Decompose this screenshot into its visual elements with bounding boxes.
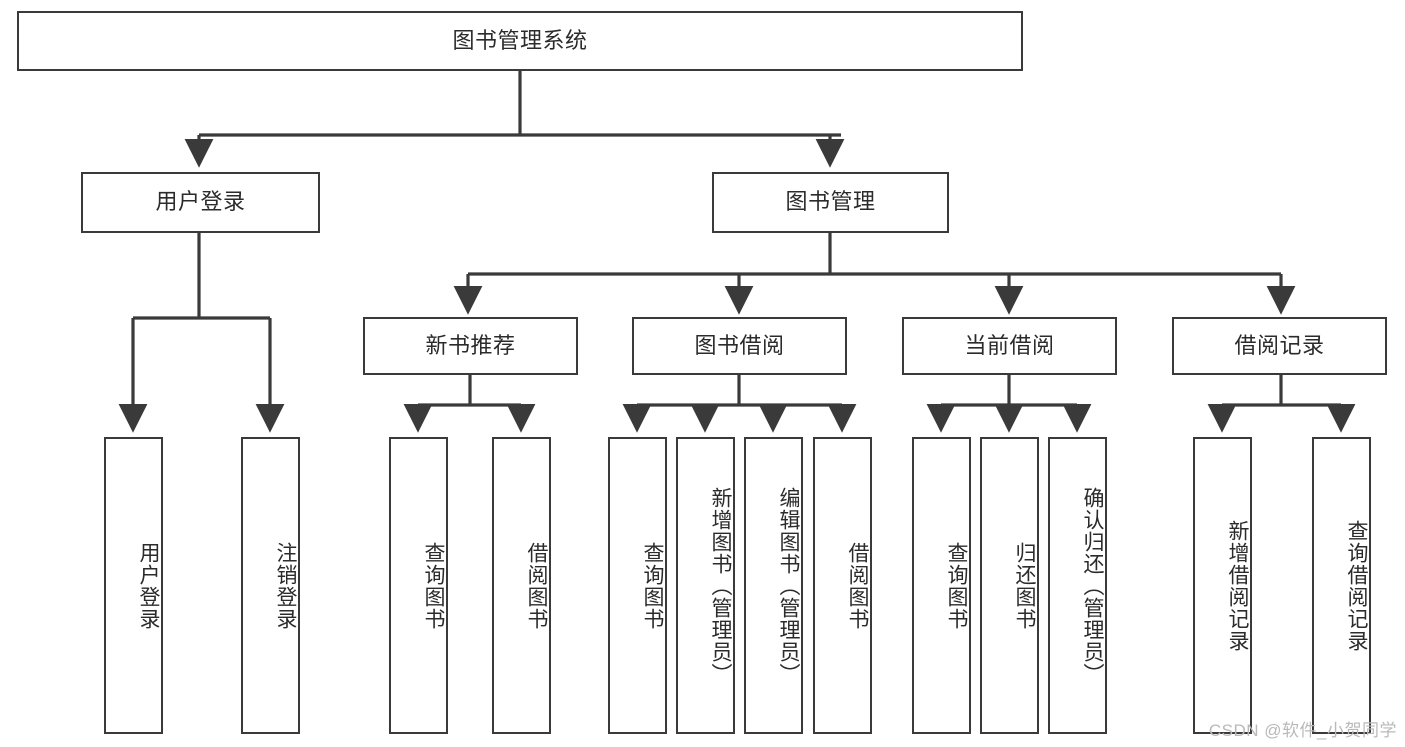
leaf-node-query-borrow-record[interactable]: 查询借阅记录	[1312, 437, 1371, 734]
node-label: 查询图书	[945, 541, 968, 630]
node-label: 借阅记录	[1234, 332, 1325, 358]
leaf-node-logout-login[interactable]: 注销登录	[241, 437, 300, 734]
node-label: 查询借阅记录	[1345, 519, 1368, 652]
node-label: 查询图书	[641, 541, 664, 630]
node-label: 图书管理系统	[452, 27, 588, 53]
leaf-node-query-book-borrow[interactable]: 查询图书	[608, 437, 667, 734]
leaf-node-borrow-book-recommend[interactable]: 借阅图书	[492, 437, 551, 734]
node-label: 新书推荐	[425, 332, 516, 358]
node-user-login[interactable]: 用户登录	[81, 172, 320, 233]
leaf-node-edit-book-admin[interactable]: 编辑图书（管理员）	[744, 437, 803, 734]
leaf-node-return-book[interactable]: 归还图书	[980, 437, 1039, 734]
node-book-management[interactable]: 图书管理	[712, 172, 949, 233]
node-label: 注销登录	[274, 541, 297, 630]
node-book-borrow[interactable]: 图书借阅	[632, 317, 847, 375]
leaf-node-query-book-recommend[interactable]: 查询图书	[389, 437, 448, 734]
node-label: 用户登录	[155, 189, 246, 215]
node-new-book-recommend[interactable]: 新书推荐	[363, 317, 578, 375]
node-label: 编辑图书（管理员）	[777, 486, 800, 685]
node-label: 查询图书	[422, 541, 445, 630]
node-label: 当前借阅	[964, 332, 1055, 358]
leaf-node-confirm-return-admin[interactable]: 确认归还（管理员）	[1048, 437, 1107, 734]
leaf-node-add-book-admin[interactable]: 新增图书（管理员）	[676, 437, 735, 734]
node-label: 图书借阅	[694, 332, 785, 358]
node-root-book-management-system[interactable]: 图书管理系统	[17, 11, 1023, 71]
node-label: 用户登录	[137, 541, 160, 630]
node-label: 借阅图书	[846, 541, 869, 630]
node-label: 归还图书	[1013, 541, 1036, 630]
node-label: 图书管理	[785, 189, 876, 215]
node-borrow-record[interactable]: 借阅记录	[1172, 317, 1387, 375]
leaf-node-query-book-current[interactable]: 查询图书	[912, 437, 971, 734]
watermark-text: CSDN @软件_小贺同学	[1208, 721, 1397, 740]
node-label: 借阅图书	[525, 541, 548, 630]
node-current-borrow[interactable]: 当前借阅	[902, 317, 1117, 375]
node-label: 确认归还（管理员）	[1081, 486, 1104, 685]
node-label: 新增借阅记录	[1226, 519, 1249, 652]
leaf-node-add-borrow-record[interactable]: 新增借阅记录	[1193, 437, 1252, 734]
node-label: 新增图书（管理员）	[709, 486, 732, 685]
leaf-node-user-login[interactable]: 用户登录	[104, 437, 163, 734]
leaf-node-borrow-book[interactable]: 借阅图书	[813, 437, 872, 734]
